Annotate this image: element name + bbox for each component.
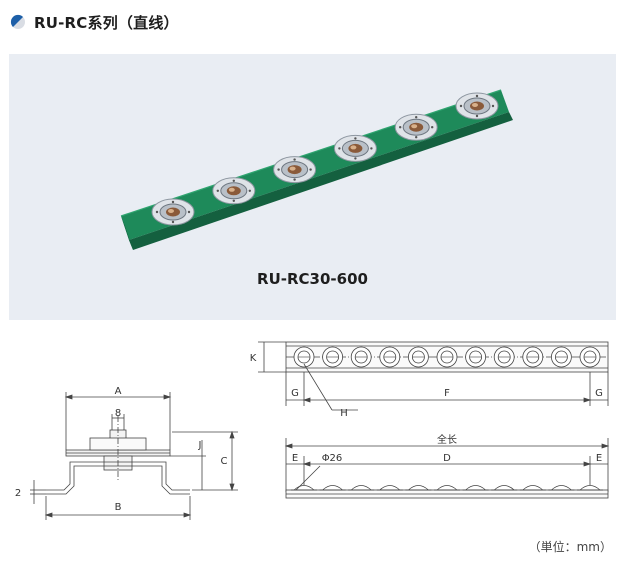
top-view-roller	[493, 346, 515, 368]
product-photo-panel: RU-RC30-600	[9, 54, 616, 320]
dim-label-g-right: G	[595, 388, 603, 399]
photo-roller	[212, 177, 256, 205]
top-view-roller	[551, 346, 572, 368]
side-view-roller	[577, 485, 603, 491]
page-title: RU-RC系列（直线）	[34, 13, 179, 32]
dim-label-g-left: G	[291, 388, 299, 399]
dim-label-b: B	[115, 502, 122, 513]
photo-roller	[455, 92, 499, 120]
dim-label-k: K	[250, 353, 257, 364]
top-view-roller	[579, 346, 601, 368]
side-view-roller	[491, 485, 518, 491]
side-view-roller	[462, 485, 489, 491]
technical-drawings: A 8 J C 2 B K G F G H 全长 E Φ26 D E	[15, 341, 610, 520]
side-view-roller	[348, 485, 375, 491]
photo-roller	[333, 134, 377, 162]
dim-label-e-right: E	[596, 453, 602, 464]
dim-label-c: C	[221, 456, 228, 467]
product-rail-illustration	[120, 89, 513, 250]
top-view-roller	[407, 346, 429, 368]
side-view-roller	[405, 485, 432, 491]
photo-roller	[273, 156, 317, 184]
side-view-roller	[548, 485, 575, 491]
unit-note: （単位：mm）	[528, 540, 612, 554]
side-view-roller	[376, 485, 403, 491]
dim-label-a: A	[115, 386, 122, 397]
photo-roller	[394, 113, 438, 141]
blue-half-circle-icon	[10, 14, 25, 29]
dim-label-f: F	[444, 388, 450, 399]
top-view-roller	[436, 346, 458, 368]
top-view-roller	[322, 346, 344, 368]
product-model-label: RU-RC30-600	[257, 270, 368, 288]
section-view-drawing	[30, 392, 238, 520]
side-view-roller	[291, 485, 317, 491]
dim-label-d: D	[443, 453, 451, 464]
side-view-drawing	[284, 438, 610, 499]
dim-label-width: 8	[115, 408, 121, 419]
dim-label-thickness: 2	[15, 488, 21, 499]
side-view-roller	[319, 485, 346, 491]
dim-label-total-length: 全长	[437, 433, 457, 446]
top-view-drawing	[258, 341, 609, 411]
top-view-roller	[522, 346, 544, 368]
side-view-roller	[434, 485, 460, 491]
dim-label-e-left: E	[292, 453, 298, 464]
top-view-roller	[379, 346, 401, 368]
section-header: RU-RC系列（直线）	[10, 10, 179, 34]
dim-label-h: H	[340, 408, 348, 419]
top-view-roller	[293, 346, 315, 368]
top-view-roller	[465, 346, 487, 368]
photo-roller	[151, 198, 195, 226]
dim-label-diameter: Φ26	[322, 453, 343, 464]
side-view-roller	[519, 485, 546, 491]
top-view-roller	[350, 346, 372, 368]
dim-label-j: J	[198, 440, 202, 451]
